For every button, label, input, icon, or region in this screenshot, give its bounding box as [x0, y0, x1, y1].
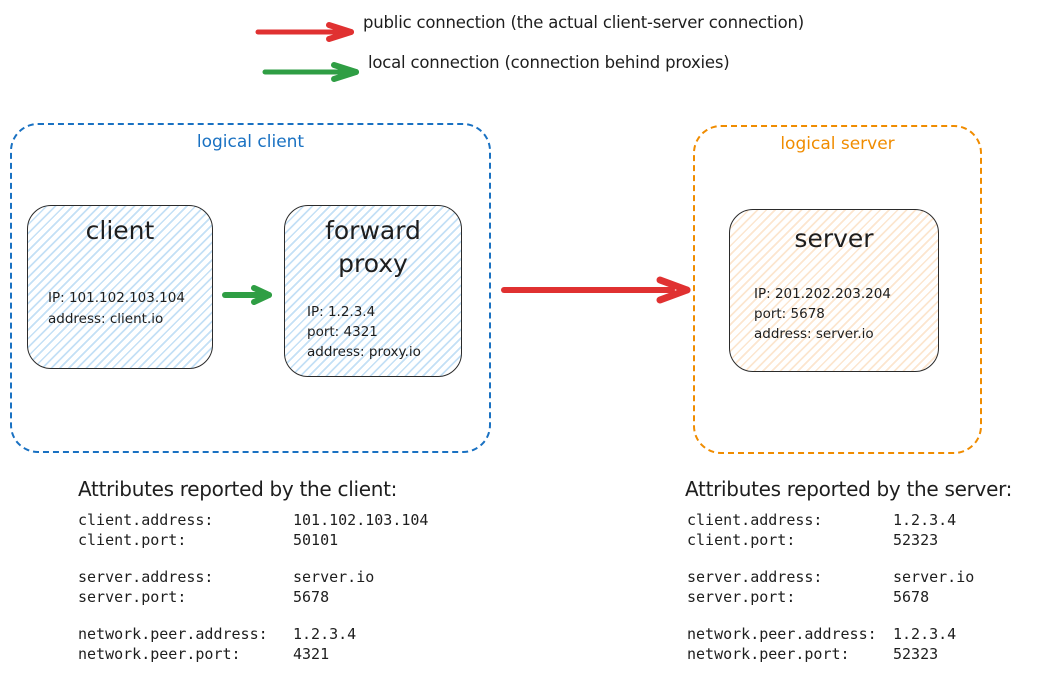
forward-proxy-node: forward proxy IP: 1.2.3.4 port: 4321 add…	[284, 205, 462, 377]
client-attr-group-client: client.address: 101.102.103.104 client.p…	[78, 511, 428, 550]
attr-value: 1.2.3.4	[893, 511, 957, 529]
server-port: port: 5678	[754, 306, 825, 322]
attr-key: network.peer.port:	[78, 644, 241, 663]
attr-value: 1.2.3.4	[893, 625, 957, 643]
attr-value: 1.2.3.4	[293, 625, 357, 643]
attr-key: client.address:	[687, 511, 823, 529]
attr-key: client.address:	[78, 511, 214, 529]
attr-key: server.address:	[78, 568, 214, 586]
logical-server-group: logical server server IP: 201.202.203.20…	[693, 125, 982, 454]
public-connection-arrow-icon	[255, 22, 354, 42]
table-row: client.port: 52323	[687, 531, 974, 551]
table-row: server.port: 5678	[78, 588, 428, 608]
client-attributes-heading: Attributes reported by the client:	[78, 477, 398, 501]
attr-value: server.io	[293, 568, 375, 586]
server-node-title: server	[794, 224, 874, 253]
client-node-title: client	[85, 216, 155, 245]
table-row: network.peer.port: 52323	[687, 645, 974, 665]
logical-server-label: logical server	[780, 134, 895, 154]
attr-value: 52323	[893, 530, 939, 549]
table-row: client.address: 101.102.103.104	[78, 511, 428, 531]
client-attr-group-server: server.address: server.io server.port: 5…	[78, 568, 428, 607]
table-row: server.address: server.io	[687, 568, 974, 588]
attr-value: 5678	[893, 587, 930, 606]
server-attributes-table: client.address: 1.2.3.4 client.port: 523…	[687, 511, 974, 682]
server-address: address: server.io	[754, 326, 874, 342]
attr-key: server.port:	[78, 587, 187, 606]
table-row: network.peer.address: 1.2.3.4	[78, 625, 428, 645]
client-address: address: client.io	[48, 311, 164, 327]
attr-key: server.address:	[687, 568, 823, 586]
table-row: network.peer.address: 1.2.3.4	[687, 625, 974, 645]
client-to-proxy-arrow-icon	[222, 285, 272, 305]
table-row: server.address: server.io	[78, 568, 428, 588]
attr-value: 4321	[293, 644, 330, 663]
attr-key: server.port:	[687, 587, 796, 606]
client-node: client IP: 101.102.103.104 address: clie…	[27, 205, 213, 369]
attr-value: 5678	[293, 587, 330, 606]
attr-key: network.peer.address:	[78, 625, 268, 643]
proxy-port: port: 4321	[307, 324, 378, 340]
forward-proxy-node-details: IP: 1.2.3.4 port: 4321 address: proxy.io	[307, 302, 421, 362]
table-row: client.address: 1.2.3.4	[687, 511, 974, 531]
server-attr-group-server: server.address: server.io server.port: 5…	[687, 568, 974, 607]
server-node-details: IP: 201.202.203.204 port: 5678 address: …	[754, 284, 891, 344]
attr-value: 101.102.103.104	[293, 511, 429, 529]
proxy-address: address: proxy.io	[307, 344, 421, 360]
attr-value: 50101	[293, 530, 339, 549]
client-ip: IP: 101.102.103.104	[48, 290, 185, 306]
proxy-to-server-arrow-icon	[501, 276, 691, 304]
logical-client-group: logical client client IP: 101.102.103.10…	[10, 123, 491, 453]
logical-client-label: logical client	[196, 132, 305, 152]
server-attributes-heading: Attributes reported by the server:	[685, 477, 1013, 501]
legend-local-connection-label: local connection (connection behind prox…	[368, 53, 730, 72]
server-attr-group-client: client.address: 1.2.3.4 client.port: 523…	[687, 511, 974, 550]
attr-value: server.io	[893, 568, 975, 586]
attr-key: client.port:	[78, 530, 187, 549]
table-row: client.port: 50101	[78, 531, 428, 551]
legend-public-connection-label: public connection (the actual client-ser…	[363, 13, 804, 32]
attr-key: network.peer.address:	[687, 625, 877, 643]
client-node-details: IP: 101.102.103.104 address: client.io	[48, 288, 185, 330]
table-row: server.port: 5678	[687, 588, 974, 608]
server-node: server IP: 201.202.203.204 port: 5678 ad…	[729, 209, 939, 372]
attr-key: network.peer.port:	[687, 644, 850, 663]
attr-key: client.port:	[687, 530, 796, 549]
attr-value: 52323	[893, 644, 939, 663]
proxy-ip: IP: 1.2.3.4	[307, 304, 376, 320]
local-connection-arrow-icon	[262, 62, 359, 82]
server-attr-group-network-peer: network.peer.address: 1.2.3.4 network.pe…	[687, 625, 974, 664]
forward-proxy-node-title: forward proxy	[325, 216, 421, 278]
client-attr-group-network-peer: network.peer.address: 1.2.3.4 network.pe…	[78, 625, 428, 664]
server-ip: IP: 201.202.203.204	[754, 286, 891, 302]
client-attributes-table: client.address: 101.102.103.104 client.p…	[78, 511, 428, 682]
table-row: network.peer.port: 4321	[78, 645, 428, 665]
